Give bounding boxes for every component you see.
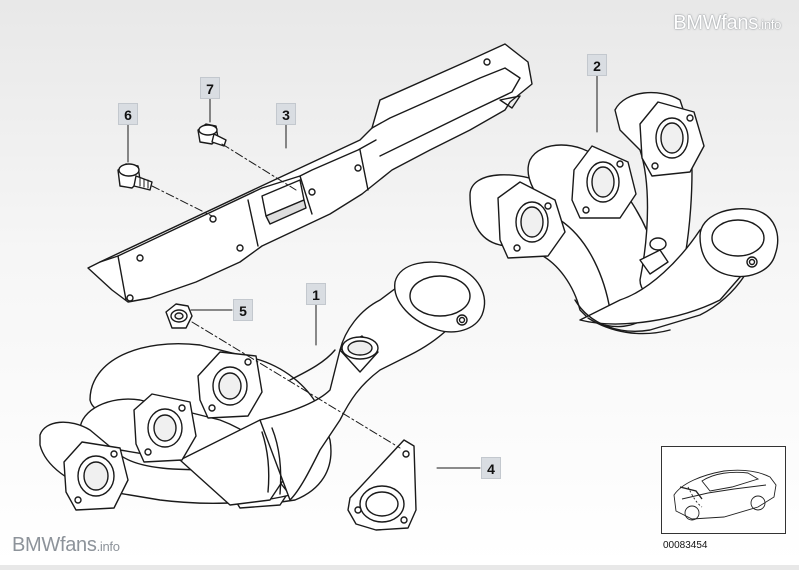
flange-2c	[639, 101, 705, 177]
callout-5[interactable]: 5	[233, 299, 253, 321]
heat-shield-part-3	[87, 43, 533, 303]
callout-1[interactable]: 1	[306, 283, 326, 305]
flange-2b	[571, 145, 637, 219]
callout-7[interactable]: 7	[200, 77, 220, 99]
callout-6[interactable]: 6	[118, 103, 138, 125]
reference-number: 00083454	[663, 540, 708, 551]
flange-1c	[197, 351, 263, 419]
outlet-flange-2	[699, 208, 779, 278]
nut-part-5	[165, 303, 193, 329]
bolt-part-6	[117, 163, 153, 191]
callout-4[interactable]: 4	[481, 457, 501, 479]
callout-2[interactable]: 2	[587, 54, 607, 76]
gasket-part-4	[347, 439, 417, 531]
exhaust-manifold-part-1	[39, 261, 486, 511]
exhaust-manifold-part-2	[469, 91, 779, 335]
flange-2a	[497, 181, 566, 259]
flange-1a	[63, 441, 129, 511]
vehicle-thumbnail	[661, 446, 786, 534]
outlet-flange-1	[394, 261, 486, 333]
callout-3[interactable]: 3	[276, 103, 296, 125]
car-icon	[673, 469, 777, 521]
bolt-part-7	[197, 123, 227, 147]
flange-1b	[133, 393, 197, 463]
watermark-top: BMWfans.info	[673, 12, 781, 34]
watermark-bottom: BMWfans.info	[12, 534, 120, 556]
leader-lines	[127, 74, 598, 469]
